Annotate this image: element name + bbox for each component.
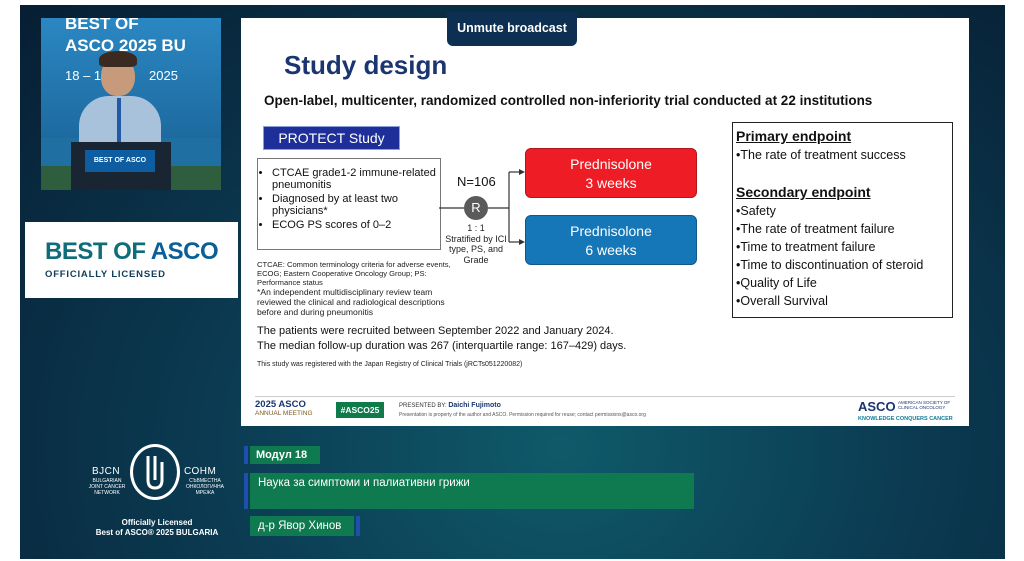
session-topic: Наука за симптоми и палиативни грижи xyxy=(250,473,694,509)
criteria-item: CTCAE grade1-2 immune-related pneumoniti… xyxy=(272,167,440,191)
module-label: Модул 18 xyxy=(250,446,320,464)
asco-logo: ASCO AMERICAN SOCIETY OF CLINICAL ONCOLO… xyxy=(858,399,953,422)
primary-endpoint-heading: Primary endpoint xyxy=(736,128,852,144)
footer-divider xyxy=(255,396,955,397)
video-banner-dates: 18 – 19 xyxy=(65,68,109,83)
lanyard xyxy=(117,98,121,142)
officially-licensed-label: Officially Licensed xyxy=(121,518,193,527)
presentation-slide: Study design Open-label, multicenter, ra… xyxy=(241,18,969,426)
speaker-name: д-р Явор Хинов xyxy=(250,516,354,536)
secondary-endpoint-text: The rate of treatment failure xyxy=(740,222,895,236)
speaker-accent xyxy=(356,516,360,536)
arm1-drug: Prednisolone xyxy=(570,156,652,172)
ratio-label: 1 : 1 xyxy=(467,223,485,233)
asco-society-text: AMERICAN SOCIETY OF CLINICAL ONCOLOGY xyxy=(898,400,951,410)
criteria-item: ECOG PS scores of 0–2 xyxy=(272,219,440,231)
presenter-info: PRESENTED BY: Daichi Fujimoto Presentati… xyxy=(399,402,646,418)
secondary-endpoint-item: •Safety xyxy=(736,204,776,218)
bjcn-left-sub: BULGARIAN JOINT CANCER NETWORK xyxy=(88,478,126,496)
secondary-endpoint-text: Overall Survival xyxy=(740,294,828,308)
bjcn-logo: BJCN BULGARIAN JOINT CANCER NETWORK СОНМ… xyxy=(84,440,230,540)
best-of-asco-logo: BEST OF ASCO OFFICIALLY LICENSED xyxy=(25,222,238,298)
podium-logo: BEST OF ASCO xyxy=(85,150,155,172)
asco-text: ASCO xyxy=(150,238,219,265)
asco-logo-text: ASCO xyxy=(858,399,896,414)
meeting-sub: ANNUAL MEETING xyxy=(255,410,313,417)
best-of-text: BEST OF xyxy=(45,238,146,265)
secondary-endpoint-item: •Time to discontinuation of steroid xyxy=(736,258,924,272)
secondary-endpoint-item: •Quality of Life xyxy=(736,276,817,290)
arrowhead-arm2 xyxy=(519,239,525,245)
sample-size-label: N=106 xyxy=(457,174,496,189)
video-banner-line2: ASCO 2025 BU xyxy=(65,36,186,55)
arm-6-weeks: Prednisolone 6 weeks xyxy=(525,215,697,265)
video-banner-year: 2025 xyxy=(149,68,178,83)
endpoints-box: Primary endpoint •The rate of treatment … xyxy=(732,122,953,318)
best-of-asco-wordmark: BEST OF ASCO xyxy=(45,238,219,266)
slide-title: Study design xyxy=(284,50,448,80)
edition-label: Best of ASCO® 2025 BULGARIA xyxy=(95,528,219,537)
slide-subtitle: Open-label, multicenter, randomized cont… xyxy=(264,93,873,108)
secondary-endpoint-item: •Overall Survival xyxy=(736,294,828,308)
stratification-note: 1 : 1 Stratified by ICI type, PS, and Gr… xyxy=(442,223,510,265)
recruitment-line1: The patients were recruited between Sept… xyxy=(257,325,614,337)
randomization-circle: R xyxy=(464,196,488,220)
bjcn-right-sub: СЪВМЕСТНА ОНКОЛОГИЧНА МРЕЖА xyxy=(186,478,224,496)
inclusion-criteria-box: CTCAE grade1-2 immune-related pneumoniti… xyxy=(257,158,441,250)
recruitment-text: The patients were recruited between Sept… xyxy=(257,324,626,353)
review-footnote: *An independent multidisciplinary review… xyxy=(257,287,445,317)
topic-accent xyxy=(244,473,248,509)
property-notice: Presentation is property of the author a… xyxy=(399,412,646,418)
registry-note: This study was registered with the Japan… xyxy=(257,361,523,368)
arm-3-weeks: Prednisolone 3 weeks xyxy=(525,148,697,198)
primary-endpoint-text: The rate of treatment success xyxy=(740,148,906,162)
presented-by-label: PRESENTED BY: xyxy=(399,403,447,409)
module-accent xyxy=(244,446,248,464)
presenter-name: Daichi Fujimoto xyxy=(448,402,501,409)
officially-licensed-text: OFFICIALLY LICENSED xyxy=(45,269,166,280)
arm1-duration: 3 weeks xyxy=(585,175,637,191)
arm2-drug: Prednisolone xyxy=(570,223,652,239)
secondary-endpoint-item: •Time to treatment failure xyxy=(736,240,876,254)
stratification-label: Stratified by ICI type, PS, and Grade xyxy=(445,233,507,265)
asco-tagline: KNOWLEDGE CONQUERS CANCER xyxy=(858,416,953,422)
video-banner-line1: BEST OF xyxy=(65,18,139,33)
speaker-video: BEST OF ASCO 2025 BU 18 – 19 2025 BEST O… xyxy=(41,18,221,190)
arrowhead-arm1 xyxy=(519,169,525,175)
arm2-duration: 6 weeks xyxy=(585,242,637,258)
hashtag-badge: #ASCO25 xyxy=(336,402,384,418)
secondary-endpoint-heading: Secondary endpoint xyxy=(736,184,871,200)
criteria-item: Diagnosed by at least two physicians* xyxy=(272,193,440,217)
primary-endpoint-item: •The rate of treatment success xyxy=(736,148,906,162)
speaker-hair xyxy=(99,51,137,67)
bjcn-license: Officially Licensed Best of ASCO® 2025 B… xyxy=(84,518,230,538)
secondary-endpoint-item: •The rate of treatment failure xyxy=(736,222,895,236)
secondary-endpoint-text: Time to treatment failure xyxy=(740,240,876,254)
secondary-endpoint-text: Safety xyxy=(740,204,776,218)
unmute-broadcast-button[interactable]: Unmute broadcast xyxy=(447,12,577,46)
study-name-box: PROTECT Study xyxy=(263,126,400,150)
recruitment-line2: The median follow-up duration was 267 (i… xyxy=(257,339,627,352)
bjcn-left-label: BJCN xyxy=(92,466,121,477)
bjcn-emblem-mark-icon xyxy=(146,456,164,490)
bjcn-right-label: СОНМ xyxy=(184,466,217,477)
meeting-name: 2025 ASCO xyxy=(255,399,306,410)
randomization-arrows xyxy=(439,169,525,245)
asco-annual-meeting-logo: 2025 ASCO ANNUAL MEETING xyxy=(255,399,313,417)
abbreviations-note: CTCAE: Common terminology criteria for a… xyxy=(257,260,451,287)
secondary-endpoint-text: Time to discontinuation of steroid xyxy=(740,258,924,272)
bjcn-emblem-icon xyxy=(130,444,180,500)
secondary-endpoint-text: Quality of Life xyxy=(740,276,817,290)
